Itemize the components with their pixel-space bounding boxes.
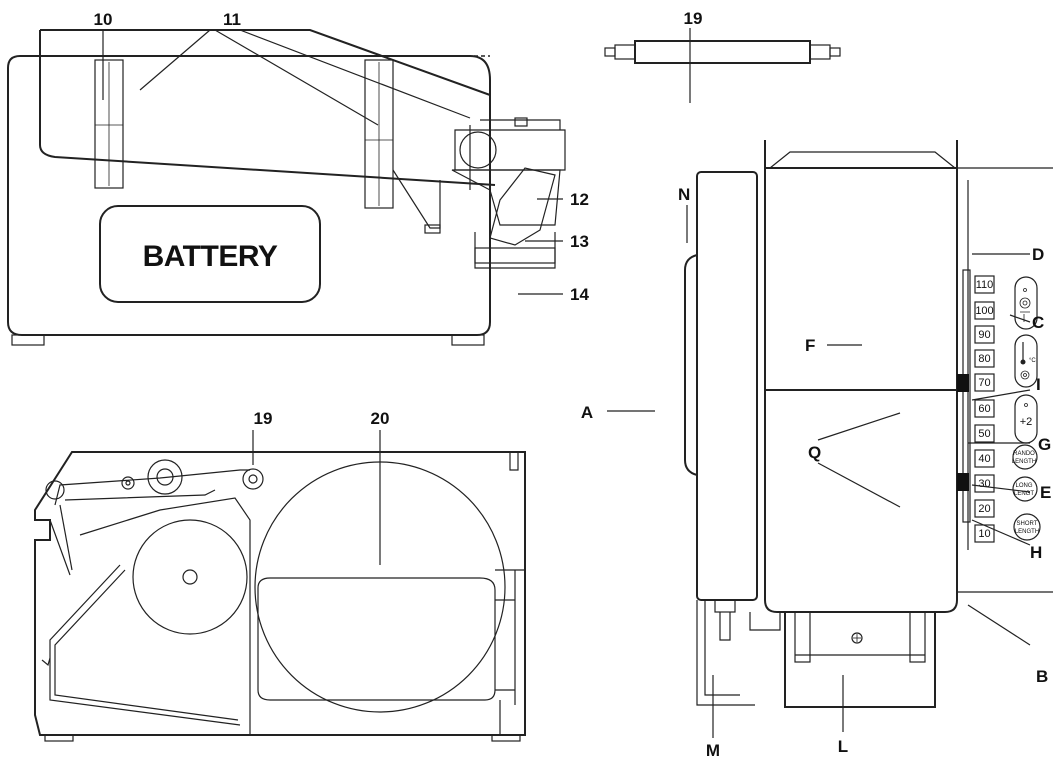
roller-body	[634, 40, 811, 64]
svg-text:100: 100	[975, 305, 993, 317]
side-panel	[696, 171, 758, 601]
callout-L: L	[838, 737, 848, 756]
foot-left	[11, 334, 45, 346]
svg-text:40: 40	[978, 453, 990, 465]
callout-G: G	[1038, 435, 1051, 454]
callout-M: M	[706, 741, 720, 760]
key-40[interactable]	[974, 449, 995, 468]
callout-B: B	[1036, 667, 1048, 686]
long-length-button[interactable]: LONG LENGT	[1012, 476, 1038, 502]
drive-roller	[147, 459, 183, 495]
main-body	[764, 140, 958, 613]
callout-C: C	[1032, 313, 1044, 332]
svg-text:70: 70	[978, 377, 990, 389]
random-length-button[interactable]: RANDO LENGTH	[1012, 444, 1038, 470]
callout-20: 20	[371, 409, 390, 428]
svg-text:LONG: LONG	[1015, 483, 1032, 489]
svg-text:SHORT: SHORT	[1017, 521, 1038, 527]
svg-text:20: 20	[978, 503, 990, 515]
keypad: 110 100 90 80 70 60 50 40 30 20 10	[974, 275, 1041, 543]
scissors-icon[interactable]	[1014, 276, 1038, 330]
strap-right	[364, 59, 394, 209]
svg-text:°C: °C	[1029, 358, 1036, 364]
small-paper-roll	[132, 519, 248, 635]
callout-19-bottom: 19	[254, 409, 273, 428]
callout-A: A	[581, 403, 593, 422]
key-60[interactable]	[974, 399, 995, 418]
indicator-i	[957, 374, 969, 392]
svg-text:LENGTH: LENGTH	[1012, 459, 1036, 465]
key-110[interactable]	[974, 275, 995, 294]
svg-text:+2: +2	[1020, 416, 1033, 428]
roller-19-detail: 19	[604, 9, 841, 103]
foot-right	[451, 334, 485, 346]
key-90[interactable]	[974, 325, 995, 344]
svg-text:50: 50	[978, 428, 990, 440]
callout-12: 12	[570, 190, 589, 209]
callout-E: E	[1040, 483, 1051, 502]
svg-text:110: 110	[976, 279, 994, 291]
paper-roll-side-view: 19 20	[34, 409, 526, 742]
key-20[interactable]	[974, 499, 995, 518]
battery-side-view: BATTERY 10 11 12 13 14	[7, 10, 589, 346]
key-100[interactable]	[974, 301, 995, 320]
callout-11: 11	[223, 10, 241, 29]
svg-text:10: 10	[978, 528, 990, 540]
print-mechanism	[392, 117, 566, 269]
svg-text:90: 90	[978, 329, 990, 341]
pivot-roller	[45, 480, 65, 500]
callout-F: F	[805, 336, 815, 355]
svg-text:60: 60	[978, 403, 990, 415]
frame-outline	[34, 451, 526, 736]
front-panel-view: 110 100 90 80 70 60 50 40 30 20 10	[581, 140, 1053, 760]
callout-N: N	[678, 185, 690, 204]
callout-13: 13	[570, 232, 589, 251]
roll-label-area	[257, 577, 496, 701]
battery-label-box	[99, 205, 321, 303]
svg-text:30: 30	[978, 478, 990, 490]
callout-D: D	[1032, 245, 1044, 264]
callout-Q: Q	[808, 443, 821, 462]
plus-two-icon[interactable]: +2	[1014, 394, 1038, 444]
key-80[interactable]	[974, 349, 995, 368]
key-30[interactable]	[974, 474, 995, 493]
short-length-button[interactable]: SHORT LENGTH	[1013, 513, 1041, 541]
battery-outline	[39, 30, 496, 186]
strap-left	[94, 59, 124, 189]
bottom-block	[784, 611, 936, 708]
key-70[interactable]	[974, 373, 995, 392]
callout-I: I	[1036, 375, 1041, 394]
svg-text:LENGT: LENGT	[1014, 491, 1034, 497]
callout-19-top: 19	[684, 9, 703, 28]
handle	[684, 254, 698, 476]
svg-text:80: 80	[978, 353, 990, 365]
callout-14: 14	[570, 285, 589, 304]
indicator-e	[957, 473, 969, 491]
guide-roller-19	[242, 468, 264, 490]
thermometer-icon[interactable]: °C	[1014, 334, 1038, 388]
callout-H: H	[1030, 543, 1042, 562]
battery-label: BATTERY	[143, 240, 278, 273]
svg-text:LENGTH: LENGTH	[1015, 529, 1039, 535]
key-50[interactable]	[974, 424, 995, 443]
svg-text:RANDO: RANDO	[1013, 451, 1035, 457]
screw-icon	[851, 632, 863, 644]
callout-10: 10	[94, 10, 113, 29]
